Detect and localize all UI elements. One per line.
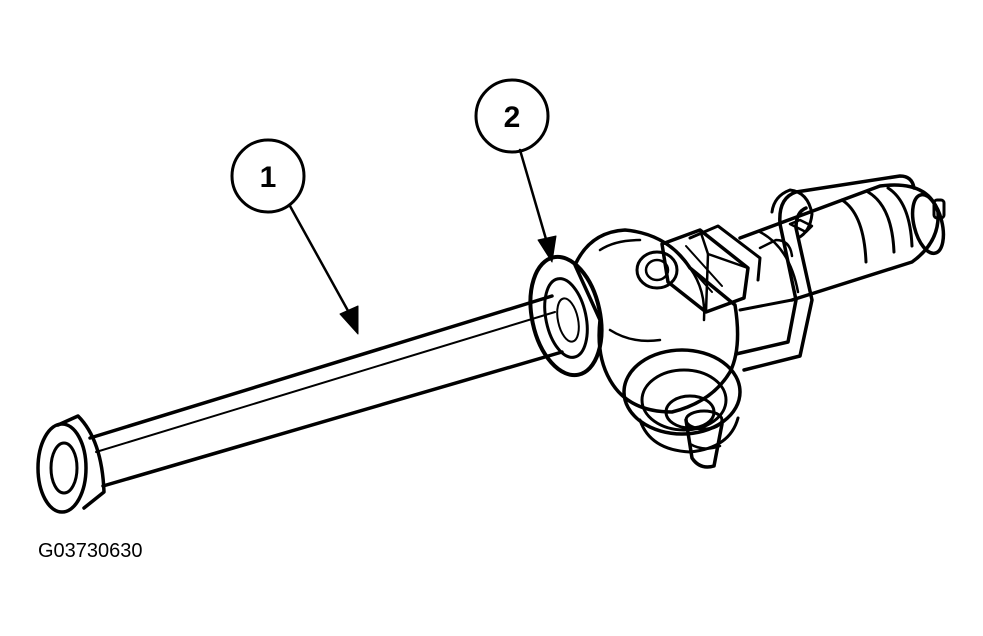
hydraulic-lines — [734, 174, 916, 372]
seal-ring — [528, 254, 604, 378]
pinion-shaft — [684, 409, 724, 469]
callout-1-label: 1 — [260, 161, 277, 194]
figure-code: G03730630 — [38, 540, 143, 562]
callout-1 — [230, 138, 359, 335]
gear-housing — [573, 228, 740, 414]
power-cylinder — [738, 183, 946, 312]
callout-2 — [474, 78, 557, 263]
valve-block — [660, 224, 762, 314]
callout-2-label: 2 — [504, 101, 521, 134]
tube-end-cap — [36, 414, 106, 514]
rack-tube — [88, 294, 564, 488]
pinion-flange — [622, 348, 742, 454]
